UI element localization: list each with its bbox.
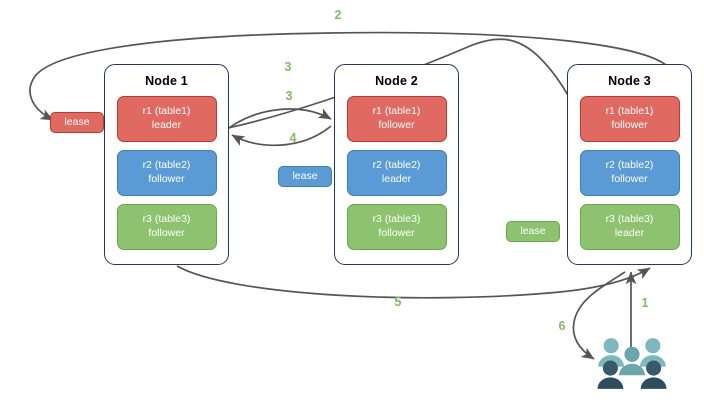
replica-role: follower bbox=[148, 172, 185, 185]
replica-role: leader bbox=[381, 172, 412, 185]
lease-chip-r2[interactable]: lease bbox=[278, 166, 332, 187]
node-1-replica-r2[interactable]: r2 (table2) follower bbox=[116, 150, 217, 196]
replica-name: r2 (table2) bbox=[372, 159, 421, 171]
node-1[interactable]: Node 1 r1 (table1) leader r2 (table2) fo… bbox=[104, 64, 229, 265]
replica-role: follower bbox=[611, 172, 648, 185]
node-1-title: Node 1 bbox=[145, 74, 188, 88]
users-icon bbox=[597, 338, 667, 389]
step-label-2: 2 bbox=[334, 8, 342, 22]
step-label-1: 1 bbox=[641, 296, 649, 310]
replica-name: r2 (table2) bbox=[605, 159, 654, 171]
replica-name: r3 (table3) bbox=[605, 213, 654, 225]
node-3[interactable]: Node 3 r1 (table1) follower r2 (table2) … bbox=[567, 64, 692, 265]
step-label-3b: 3 bbox=[285, 89, 293, 103]
edge-step-3-node2 bbox=[228, 108, 332, 129]
edge-step-5 bbox=[176, 265, 651, 299]
step-label-3a: 3 bbox=[284, 60, 292, 74]
node-1-replica-r1[interactable]: r1 (table1) leader bbox=[116, 96, 217, 142]
node-2-replica-r1[interactable]: r1 (table1) follower bbox=[346, 96, 447, 142]
edge-step-3-node3 bbox=[227, 38, 579, 129]
replica-role: follower bbox=[148, 226, 185, 239]
step-label-4: 4 bbox=[289, 131, 297, 145]
replica-role: follower bbox=[611, 118, 648, 131]
replica-name: r1 (table1) bbox=[372, 105, 421, 117]
edge-step-2 bbox=[29, 31, 673, 121]
replica-role: follower bbox=[378, 226, 415, 239]
edge-step-4 bbox=[231, 125, 332, 147]
replica-name: r3 (table3) bbox=[142, 213, 191, 225]
lease-chip-r1[interactable]: lease bbox=[50, 112, 104, 133]
node-3-replica-r3[interactable]: r3 (table3) leader bbox=[579, 204, 680, 250]
step-label-6: 6 bbox=[558, 319, 566, 333]
replica-name: r2 (table2) bbox=[142, 159, 191, 171]
node-1-replica-r3[interactable]: r3 (table3) follower bbox=[116, 204, 217, 250]
node-3-replica-r2[interactable]: r2 (table2) follower bbox=[579, 150, 680, 196]
step-label-5: 5 bbox=[394, 295, 402, 309]
replica-role: leader bbox=[614, 226, 645, 239]
replica-name: r3 (table3) bbox=[372, 213, 421, 225]
replica-name: r1 (table1) bbox=[605, 105, 654, 117]
node-2-replica-r2[interactable]: r2 (table2) leader bbox=[346, 150, 447, 196]
replica-role: leader bbox=[151, 118, 182, 131]
node-3-title: Node 3 bbox=[608, 74, 651, 88]
node-2-title: Node 2 bbox=[375, 74, 418, 88]
edge-step-6 bbox=[572, 271, 626, 360]
node-2-replica-r3[interactable]: r3 (table3) follower bbox=[346, 204, 447, 250]
replica-name: r1 (table1) bbox=[142, 105, 191, 117]
node-3-replica-r1[interactable]: r1 (table1) follower bbox=[579, 96, 680, 142]
lease-chip-r3[interactable]: lease bbox=[506, 221, 560, 242]
node-2[interactable]: Node 2 r1 (table1) follower r2 (table2) … bbox=[334, 64, 459, 265]
replica-role: follower bbox=[378, 118, 415, 131]
